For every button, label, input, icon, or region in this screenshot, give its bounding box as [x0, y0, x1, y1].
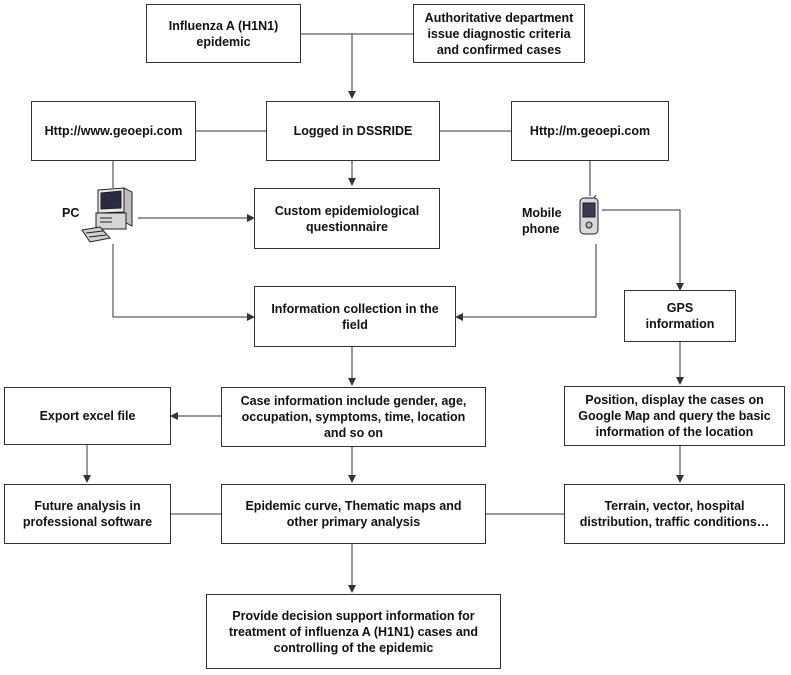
node-position-map-label: Position, display the cases on Google Ma…	[578, 393, 771, 439]
node-export-excel-label: Export excel file	[39, 409, 136, 423]
node-authority-criteria-label: Authoritative department issue diagnosti…	[424, 10, 574, 57]
node-future-analysis-label: Future analysis in professional software	[22, 499, 153, 529]
node-decision-support: Provide decision support information for…	[206, 594, 501, 669]
node-logged-in: Logged in DSSRIDE	[266, 101, 440, 161]
node-gps-information-label: GPS information	[645, 301, 715, 331]
node-case-information-label: Case information include gender, age, oc…	[240, 394, 467, 440]
node-terrain: Terrain, vector, hospital distribution, …	[564, 484, 785, 544]
pc-label: PC	[62, 206, 80, 220]
node-web-mobile-label: Http://m.geoepi.com	[529, 124, 651, 138]
node-terrain-label: Terrain, vector, hospital distribution, …	[579, 499, 770, 529]
node-epidemic-curve: Epidemic curve, Thematic maps and other …	[221, 484, 486, 544]
node-field-collection-label: Information collection in the field	[271, 301, 439, 332]
node-case-information: Case information include gender, age, oc…	[221, 387, 486, 447]
arrow-pc-to-field	[112, 244, 255, 321]
node-web-pc: Http://www.geoepi.com	[31, 101, 196, 161]
node-future-analysis: Future analysis in professional software	[4, 484, 171, 544]
arrow-phone-to-gps	[602, 209, 684, 291]
node-epidemic-curve-label: Epidemic curve, Thematic maps and other …	[245, 499, 462, 529]
arrow-phone-to-field	[455, 244, 597, 321]
node-web-mobile: Http://m.geoepi.com	[511, 101, 669, 161]
node-influenza-epidemic-label: Influenza A (H1N1) epidemic	[168, 18, 279, 49]
node-questionnaire: Custom epidemiological questionnaire	[254, 188, 440, 249]
node-logged-in-label: Logged in DSSRIDE	[293, 124, 413, 138]
node-export-excel: Export excel file	[4, 387, 171, 445]
node-authority-criteria: Authoritative department issue diagnosti…	[413, 4, 585, 63]
mobile-phone-label: Mobile phone	[522, 206, 562, 236]
node-decision-support-label: Provide decision support information for…	[228, 608, 479, 655]
node-position-map: Position, display the cases on Google Ma…	[564, 386, 785, 446]
desktop-computer-icon	[81, 187, 133, 243]
node-questionnaire-label: Custom epidemiological questionnaire	[274, 203, 420, 234]
mobile-phone-icon	[579, 195, 599, 235]
node-field-collection: Information collection in the field	[254, 286, 456, 347]
node-gps-information: GPS information	[624, 290, 736, 342]
node-web-pc-label: Http://www.geoepi.com	[44, 124, 183, 138]
node-influenza-epidemic: Influenza A (H1N1) epidemic	[146, 4, 301, 63]
